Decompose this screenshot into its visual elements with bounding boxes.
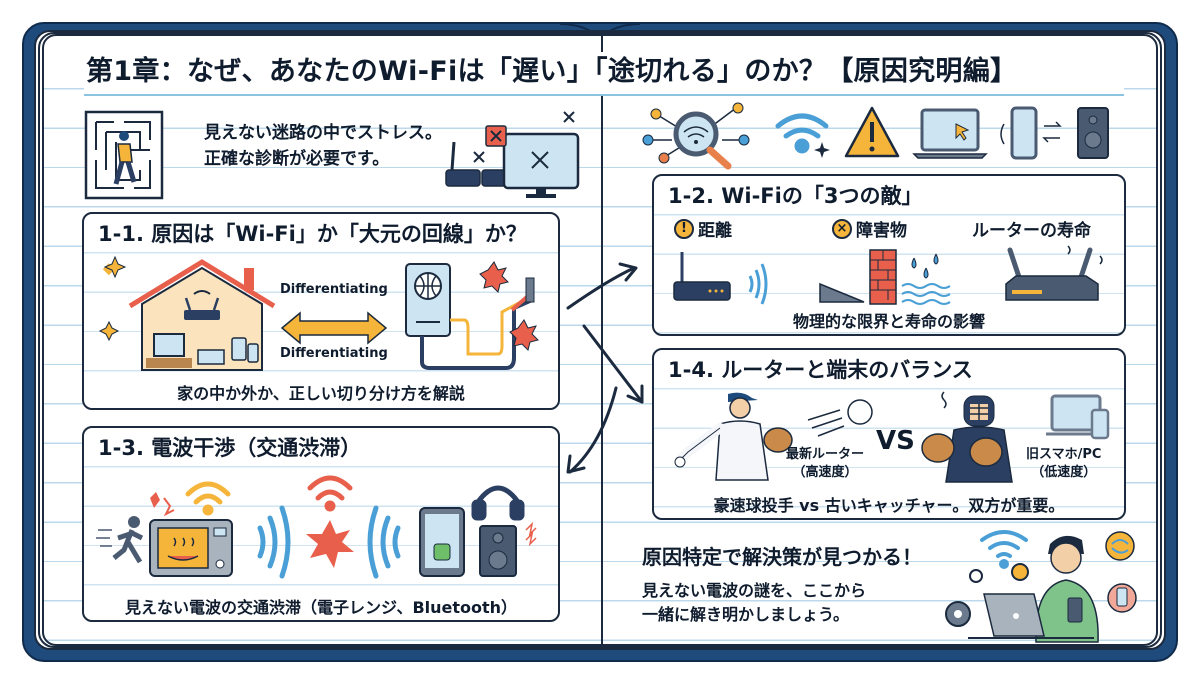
section-1-4-card: 1-4. ルーターと端末のバランス [652,348,1126,520]
microwave-icon [149,519,233,577]
arrow-to-1-3-head [566,454,586,474]
isp-line-icon [405,261,539,370]
running-person-icon [96,516,144,564]
three-enemies-illustration [673,245,1103,305]
flow-arrows [566,262,644,474]
old-router-icon [1005,245,1103,301]
new-router-label: 最新ルーター （高速度） [786,446,864,482]
new-router-speed: （高速度） [792,465,858,480]
house-network-icon [98,255,276,371]
double-arrow-icon [280,311,388,345]
pitcher-vs-catcher-illustration [674,391,1110,483]
interference-illustration [96,475,537,579]
speed-lines-icon [807,409,845,437]
vs-label: VS [876,426,915,456]
intro-text: 見えない迷路の中でストレス。 正確な診断が必要です。 [204,120,442,172]
enemy-router-lifespan: ルーターの寿命 [972,216,1091,241]
new-router-name: 最新ルーター [786,447,865,462]
person-icon [1035,535,1099,643]
section-1-1-card: 1-1. 原因は「Wi-Fi」か「大元の回線」か？ Differentiatin… [82,212,560,410]
section-1-2-title: 1-2. Wi-Fiの「3つの敵」 [668,184,923,208]
old-device-speed: （低速度） [1031,465,1097,480]
radio-waves-left-icon [257,505,291,579]
arrow-to-1-2-head [618,262,638,282]
catcher-icon [921,391,1013,483]
maze-person-icon [84,110,164,200]
laptop-icon [968,593,1094,639]
section-1-3-caption: 見えない電波の交通渋滞（電子レンジ、Bluetooth） [124,598,518,617]
exclamation-icon: ! [674,218,694,239]
person-laptop-illustration [945,530,1137,643]
old-device-name: 旧スマホ/PC [1026,447,1102,462]
headphones-icon [471,485,525,521]
intro-line-2: 正確な診断が必要です。 [204,149,390,169]
wifi-yellow-icon [185,481,231,516]
differentiating-label-bottom: Differentiating [280,346,388,361]
speaker-icon [479,525,517,577]
section-1-4-caption: 豪速球投手 vs 古いキャッチャー。双方が重要。 [713,496,1065,515]
router-distance-icon [673,252,768,305]
enemy-lifespan-label: ルーターの寿命 [972,221,1091,241]
pitcher-icon [674,392,793,481]
section-1-4-title: 1-4. ルーターと端末のバランス [668,358,973,382]
laptop-cursor-icon [912,108,988,159]
gear-yellow-icon [1011,563,1029,581]
baseball-icon [847,399,873,425]
wifi-analysis-icon [642,102,750,170]
conclusion-line-2: 一緒に解き明かしましょう。 [642,605,850,624]
section-1-1-caption: 家の中か外か、正しい切り分け方を解説 [177,384,465,403]
conclusion-title: 原因特定で解決策が見つかる！ [642,545,922,569]
enemy-obstacles-label: 障害物 [856,221,907,241]
wifi-blue-icon [980,530,1028,569]
arrow-to-1-3 [568,386,618,474]
intro-line-1: 見えない迷路の中でストレス。 [204,123,442,143]
arrow-to-1-4-head [626,384,644,404]
enemy-obstacles: × 障害物 [832,216,907,241]
differentiating-label-top: Differentiating [280,282,388,297]
enemy-distance: ! 距離 [674,216,732,241]
section-1-2-card: 1-2. Wi-Fiの「3つの敵」 ! 距離 × 障害物 ルーターの寿命 [652,174,1126,336]
phone-bubble-icon [1107,583,1137,613]
section-1-3-title: 1-3. 電波干渉（交通渋滞） [98,436,362,460]
arrow-to-1-4 [582,324,644,404]
gear-small-icon [969,569,983,583]
conclusion-line-1: 見えない電波の謎を、ここから [642,581,867,600]
broken-network-icon [445,111,580,198]
page-spine [601,36,603,644]
conclusion-body: 見えない電波の謎を、ここから 一緒に解き明かしましょう。 [642,579,866,627]
section-1-2-caption: 物理的な限界と寿命の影響 [792,312,985,331]
arrow-to-1-2 [566,266,636,310]
obstacles-icon [819,249,951,305]
collision-burst-icon [306,520,354,568]
smartphone-icon [419,507,465,577]
phone-speaker-sync-icon [1000,106,1109,160]
old-devices-icon [1046,394,1110,440]
old-device-label: 旧スマホ/PC （低速度） [1026,446,1101,482]
cross-circle-icon: × [832,218,852,239]
radio-waves-right-icon [367,505,401,579]
top-icons-row [642,102,1109,170]
wifi-signal-icon [775,113,830,158]
warning-icon [844,106,900,158]
notebook-page: 第1章：なぜ、あなたのWi-Fiは「遅い」「途切れる」のか？【原因究明編】 見え… [42,34,1158,646]
wifi-red-icon [307,475,353,512]
section-1-3-card: 1-3. 電波干渉（交通渋滞） [82,426,560,622]
section-1-1-title: 1-1. 原因は「Wi-Fi」か「大元の回線」か？ [98,222,527,246]
sync-bubble-icon [1105,531,1135,561]
page-title: 第1章：なぜ、あなたのWi-Fiは「遅い」「途切れる」のか？【原因究明編】 [84,52,1124,96]
enemy-distance-label: 距離 [698,221,732,241]
